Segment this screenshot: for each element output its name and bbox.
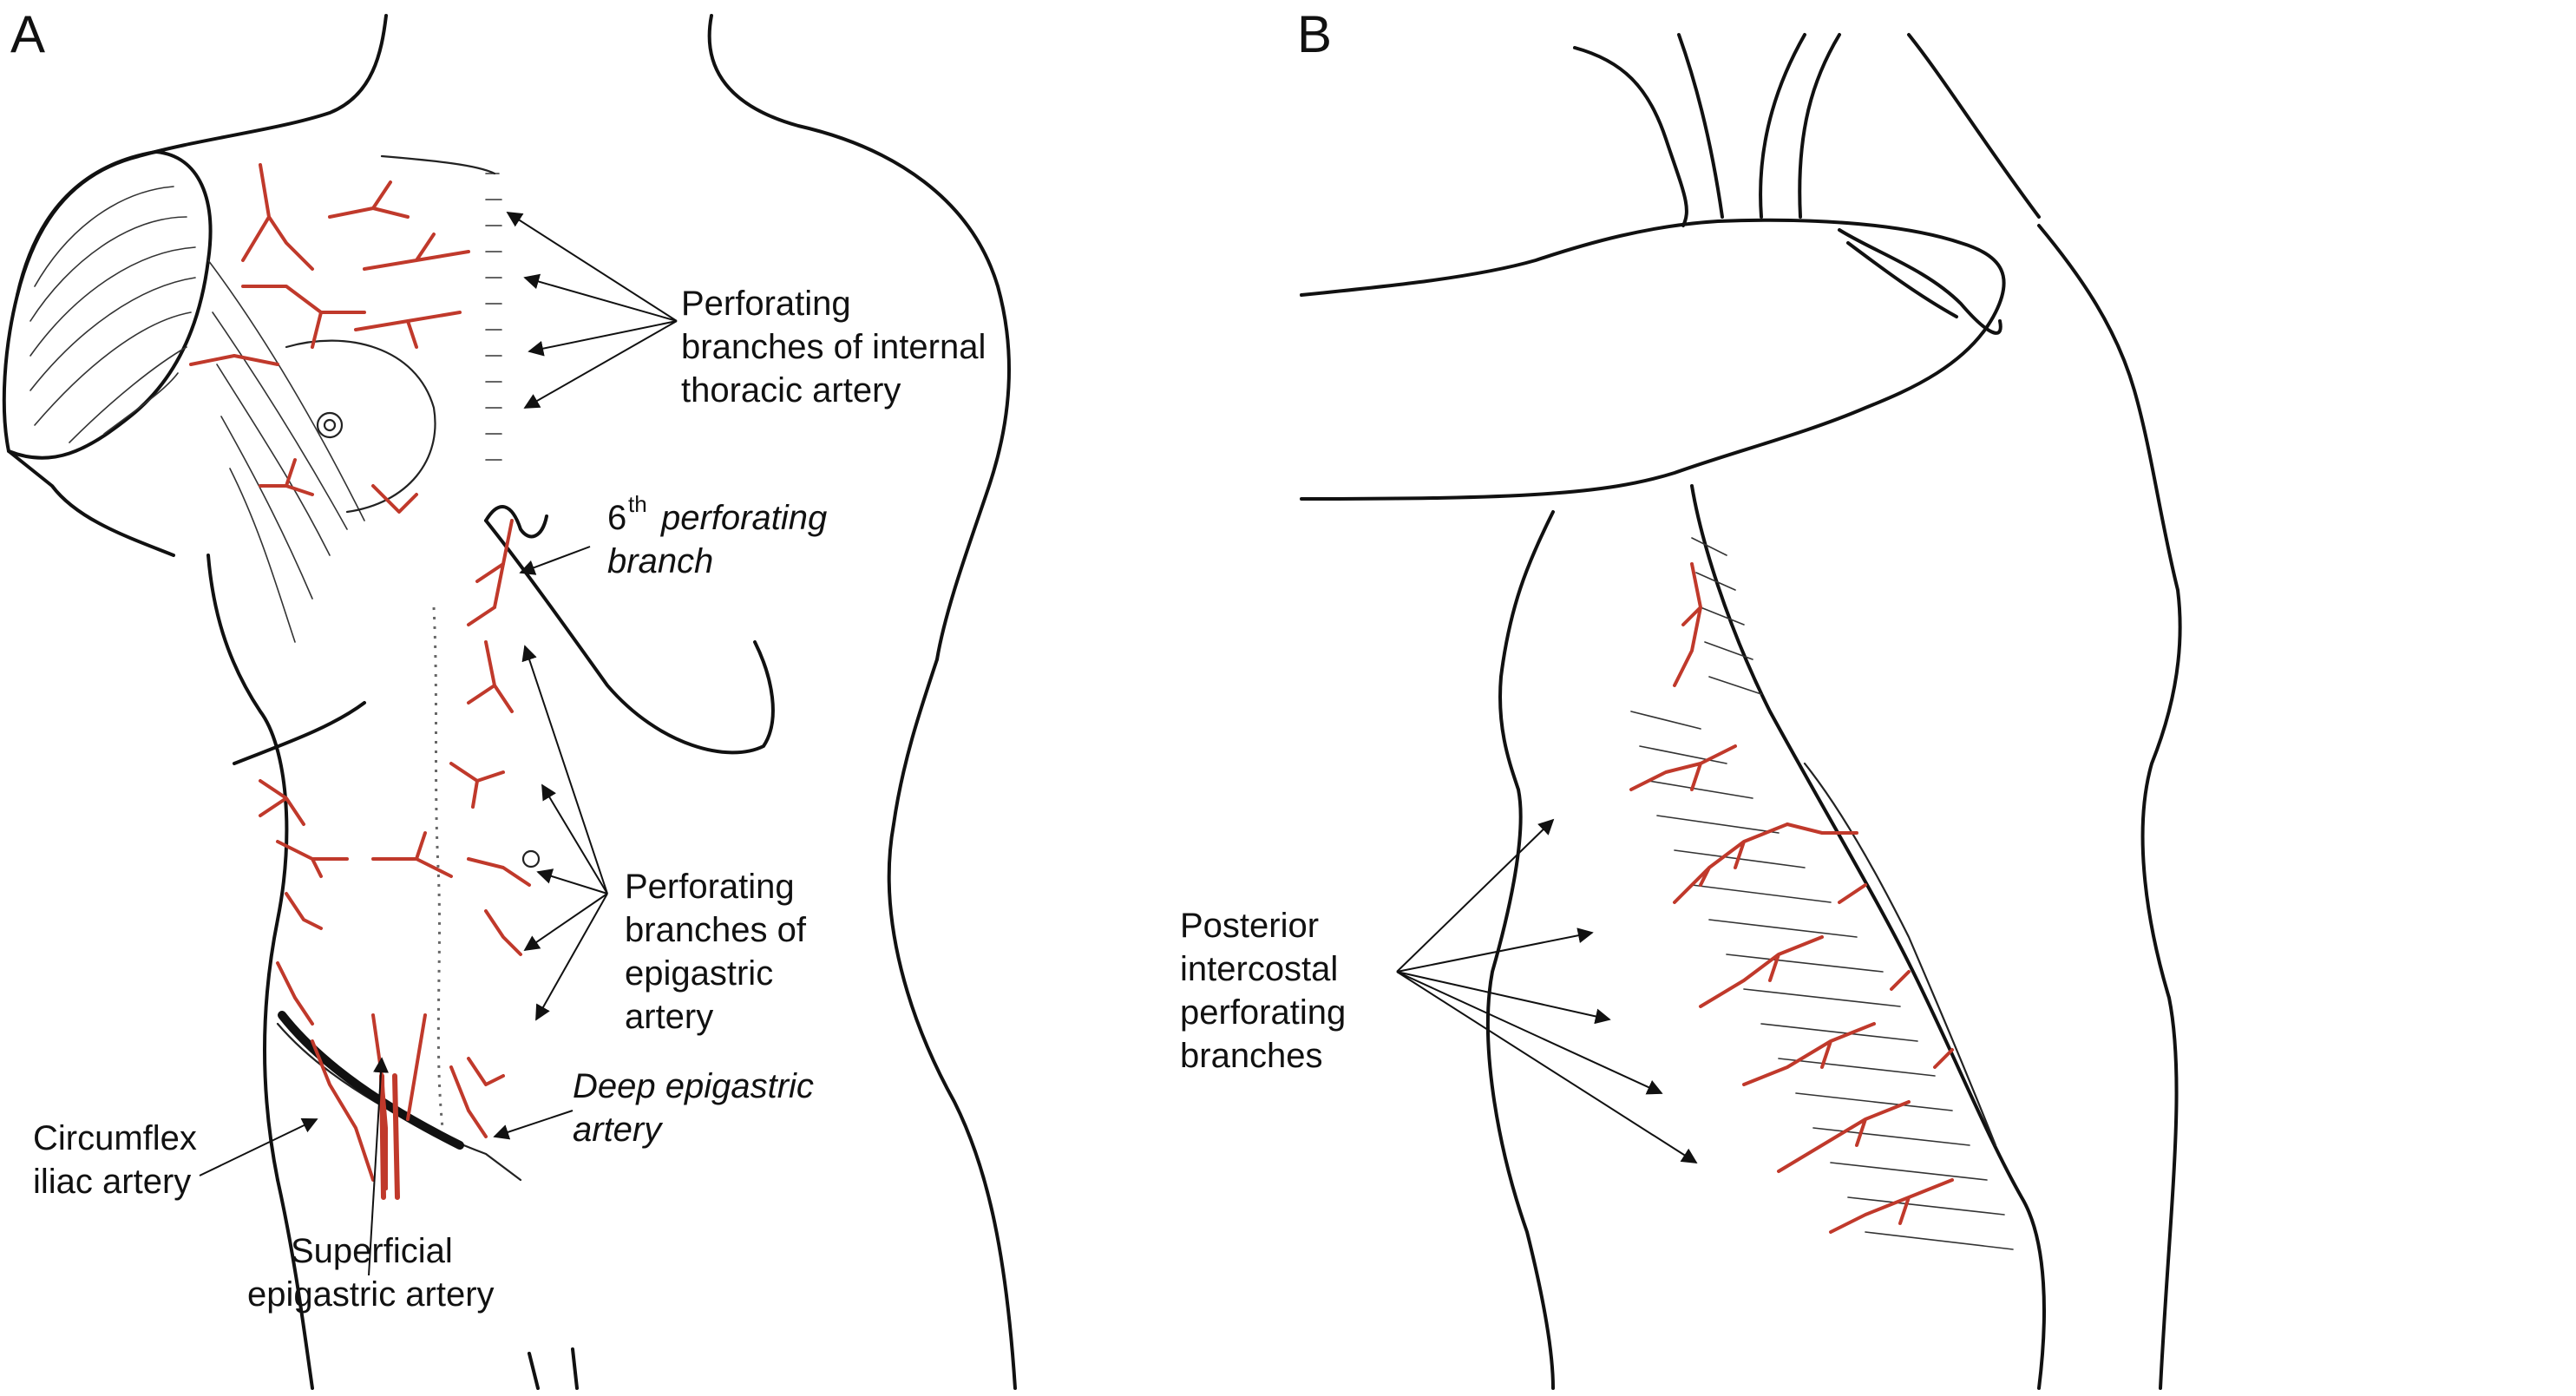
torso-side-outline <box>1300 33 2182 1390</box>
label-line: artery <box>573 1111 664 1149</box>
label-line: Perforating <box>681 285 851 323</box>
label-line: epigastric <box>625 954 773 993</box>
label-line: Circumflex <box>33 1119 197 1157</box>
label-line: Deep epigastric <box>573 1067 814 1105</box>
deltoid-hatching <box>7 150 502 643</box>
label-superficial-epigastric: Superficial epigastric artery <box>247 1232 495 1314</box>
label-line: branches <box>1180 1037 1323 1075</box>
panel-b: B <box>1180 5 2182 1390</box>
label-number: 6 <box>607 499 626 537</box>
label-line: branches of <box>625 911 807 949</box>
label-deep-epigastric: Deep epigastric artery <box>573 1067 814 1149</box>
label-sixth-perforating: 6 th perforating branch <box>607 491 827 580</box>
leaders-b <box>1396 818 1698 1163</box>
label-circumflex-iliac: Circumflex iliac artery <box>33 1119 197 1201</box>
panel-a: A <box>2 5 1017 1390</box>
label-line: thoracic artery <box>681 371 901 410</box>
label-line: perforating <box>660 499 827 537</box>
arteries-back <box>1629 562 1954 1234</box>
arteries-front <box>189 163 531 1200</box>
label-line: Perforating <box>625 868 795 906</box>
label-line: perforating <box>1180 993 1346 1032</box>
label-internal-thoracic: Perforating branches of internal thoraci… <box>681 285 986 410</box>
panel-a-letter: A <box>10 5 45 63</box>
label-line: epigastric artery <box>247 1275 495 1314</box>
torso-front-outline <box>2 14 1017 1390</box>
label-line: intercostal <box>1180 950 1338 988</box>
label-epigastric: Perforating branches of epigastric arter… <box>625 868 807 1036</box>
label-line: branch <box>607 542 713 580</box>
leaders-a <box>199 212 678 1276</box>
label-line: Superficial <box>291 1232 453 1270</box>
label-superscript: th <box>628 491 647 517</box>
back-hatching <box>1630 537 2014 1250</box>
label-posterior-intercostal: Posterior intercostal perforating branch… <box>1180 907 1346 1075</box>
label-line: branches of internal <box>681 328 986 366</box>
label-line: artery <box>625 998 713 1036</box>
panel-b-letter: B <box>1297 5 1332 63</box>
label-line: iliac artery <box>33 1163 191 1201</box>
label-line: Posterior <box>1180 907 1319 945</box>
